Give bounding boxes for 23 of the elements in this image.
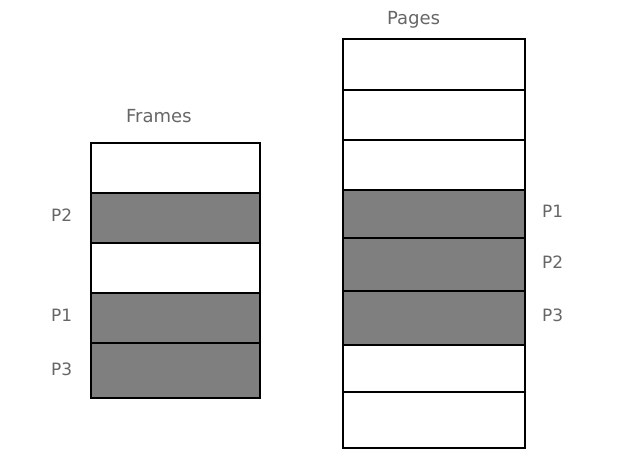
filled-cell [90,342,261,399]
filled-cell [90,292,261,344]
page-label: P1 [542,202,564,222]
empty-cell [342,391,526,449]
filled-cell [342,290,526,346]
memory-stack [90,142,261,399]
page-label: P1 [51,306,72,326]
empty-cell [90,242,261,294]
empty-cell [342,344,526,393]
page-label: P2 [51,206,72,226]
filled-cell [342,189,526,239]
empty-cell [342,89,526,141]
empty-cell [90,142,261,194]
stack-title: Frames [126,106,192,127]
memory-stack [342,38,526,449]
page-label: P3 [542,306,564,326]
page-label: P2 [542,252,564,272]
empty-cell [342,139,526,191]
filled-cell [342,237,526,292]
empty-cell [342,38,526,91]
page-label: P3 [51,360,72,380]
filled-cell [90,192,261,244]
stack-title: Pages [387,8,440,29]
